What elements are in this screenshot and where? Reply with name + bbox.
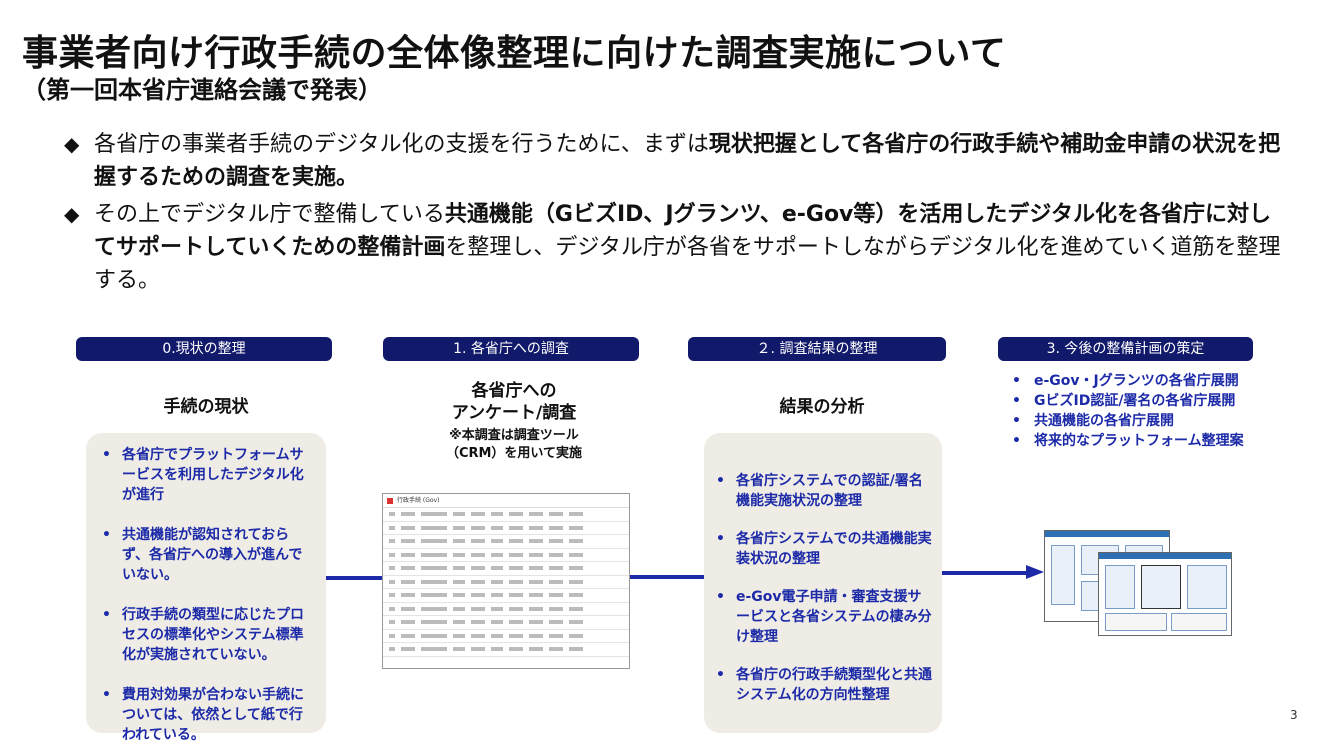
mockup-row [383,522,629,535]
analysis-item: •各省庁の行政手続類型化と共通システム化の方向性整理 [716,667,932,703]
summary-bullets: ◆ 各省庁の事業者手続のデジタル化の支援を行うために、まずは現状把握として各省庁… [62,128,1282,301]
bullet-item-1: ◆ 各省庁の事業者手続のデジタル化の支援を行うために、まずは現状把握として各省庁… [62,128,1282,194]
plan-item: •将来的なプラットフォーム整理案 [1012,433,1244,449]
diamond-bullet-icon: ◆ [64,202,80,226]
page-title: 事業者向け行政手続の全体像整理に向けた調査実施について [22,33,1007,74]
bullet-text: 各省庁の事業者手続のデジタル化の支援を行うために、まずは [94,132,709,157]
plan-diagram-thumbnail [1098,552,1232,636]
mockup-row [383,508,629,522]
arrow-right-icon [1026,565,1044,579]
status-item: •費用対効果が合わない手続については、依然として紙で行われている。 [102,687,304,743]
plan-item: •GビズID認証/署名の各省庁展開 [1012,393,1236,409]
analysis-item: •各省庁システムでの認証/署名機能実施状況の整理 [716,473,923,509]
status-item: •行政手続の類型に応じたプロセスの標準化やシステム標準化が実施されていない。 [102,607,304,663]
col0-heading: 手続の現状 [163,397,249,417]
mockup-row [383,603,629,616]
plan-list: •e-Gov・Jグランツの各省庁展開 •GビズID認証/署名の各省庁展開 •共通… [1010,371,1250,451]
stage-label-2: ２. 調査結果の整理 [688,337,946,361]
status-item: •共通機能が認知されておらず、各省庁への導入が進んでいない。 [102,527,303,583]
mockup-row [383,562,629,576]
bullet-text: を整理し、デジタル庁が各省をサポートしながらデジタル化を進めていく道筋を整理する… [94,235,1281,293]
col1-heading: 各省庁への アンケート/調査 [451,381,577,423]
bullet-text: その上でデジタル庁で整備している [94,202,445,227]
mockup-title: 行政手続 (Gov) [383,494,629,508]
analysis-item: •各省庁システムでの共通機能実装状況の整理 [716,531,932,567]
flow-connector [942,571,1032,575]
mockup-row [383,549,629,562]
status-item: •各省庁でプラットフォームサービスを利用したデジタル化が進行 [102,447,304,503]
status-card: •各省庁でプラットフォームサービスを利用したデジタル化が進行 •共通機能が認知さ… [86,433,326,743]
mockup-row [383,535,629,549]
analysis-card: •各省庁システムでの認証/署名機能実施状況の整理 •各省庁システムでの共通機能実… [704,433,942,733]
plan-item: •共通機能の各省庁展開 [1012,413,1174,429]
mockup-row [383,576,629,589]
col1-note: ※本調査は調査ツール （CRM）を用いて実施 [445,428,583,461]
flow-connector [630,575,706,579]
mockup-row [383,616,629,630]
mockup-row [383,630,629,643]
page-subtitle: （第一回本省庁連絡会議で発表） [22,76,382,104]
analysis-item: •e-Gov電子申請・審査支援サービスと各省システムの棲み分け整理 [716,589,932,645]
bullet-bold-text: 共通機能（GビズID、Jグランツ、e-Gov等）を活用したデジタル化を各省庁に対… [94,202,1271,260]
mockup-row [383,643,629,657]
diamond-bullet-icon: ◆ [64,132,80,156]
col2-heading: 結果の分析 [779,397,865,417]
stage-label-3: 3. 今後の整備計画の策定 [998,337,1253,361]
plan-item: •e-Gov・Jグランツの各省庁展開 [1012,373,1239,389]
bullet-item-2: ◆ その上でデジタル庁で整備している共通機能（GビズID、Jグランツ、e-Gov… [62,198,1282,297]
mockup-row [383,589,629,603]
flow-connector [323,576,383,580]
survey-tool-screenshot: 行政手続 (Gov) [382,493,630,669]
stage-label-0: 0.現状の整理 [76,337,332,361]
page-number: 3 [1290,708,1298,722]
stage-label-1: 1. 各省庁への調査 [383,337,639,361]
bullet-bold-text: 現状把握として各省庁の行政手続や補助金申請の状況を把握するための調査を実施。 [94,132,1281,190]
